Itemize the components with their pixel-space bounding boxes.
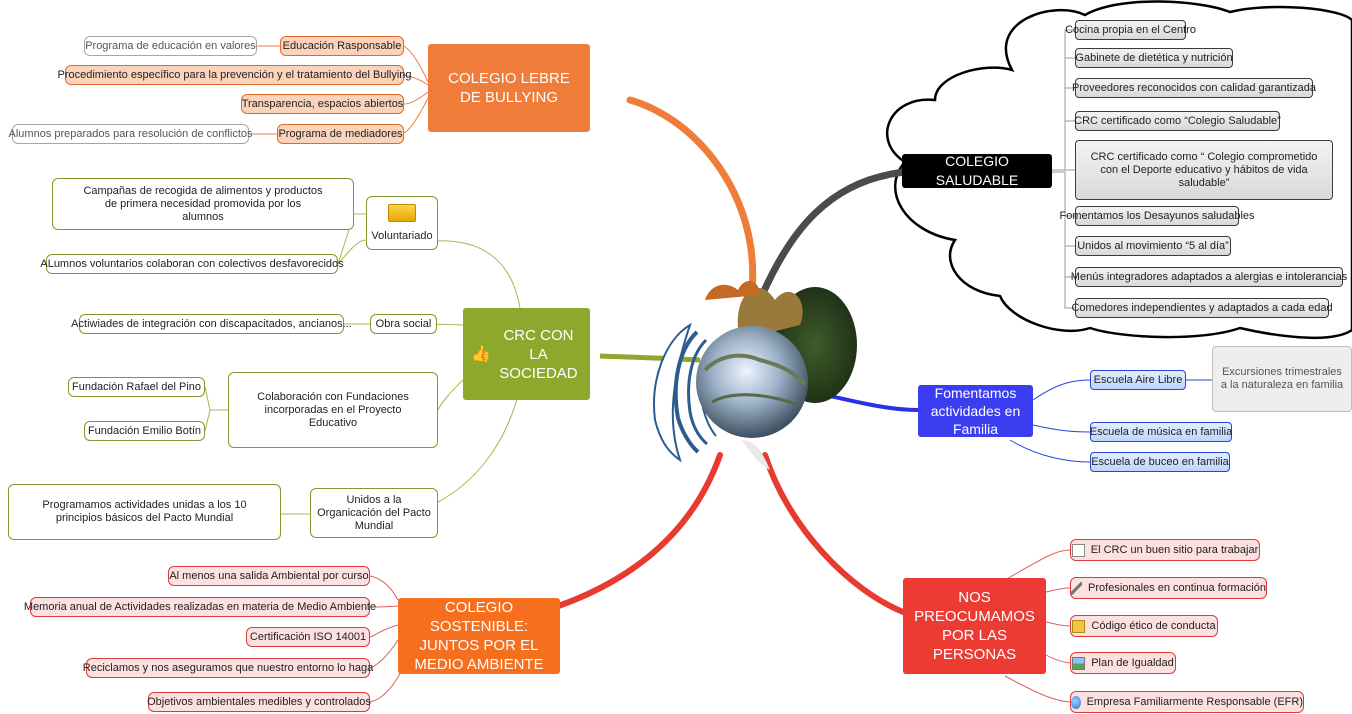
central-planet-image	[653, 280, 857, 470]
saludable-item-cocina[interactable]: Cocina propia en el Centro	[1065, 20, 1196, 40]
personas-item-trabajar[interactable]: El CRC un buen sitio para trabajar	[1070, 539, 1260, 561]
bullying-item-educacion[interactable]: Educación Rasponsable	[280, 36, 404, 56]
personas-item-efr-label: Empresa Familiarmente Responsable (EFR)	[1086, 695, 1303, 708]
personas-item-igualdad-label: Plan de Igualdad	[1091, 656, 1174, 669]
bullying-detail-conflictos[interactable]: Alumnos preparados para resolución de co…	[9, 124, 253, 144]
bullying-item-mediadores[interactable]: Programa de mediadores	[277, 124, 404, 144]
voluntariado-label: Voluntariado	[371, 229, 433, 242]
branch-personas	[762, 452, 906, 615]
sostenible-item-objetivos[interactable]: Objetivos ambientales medibles y control…	[147, 692, 371, 712]
society-voluntarios[interactable]: ALumnos voluntarios colaboran con colect…	[40, 254, 344, 274]
personas-item-igualdad[interactable]: Plan de Igualdad	[1070, 652, 1176, 674]
familia-item-aire-libre[interactable]: Escuela Aire Libre	[1090, 370, 1186, 390]
society-actividades[interactable]: Actiwiades de integración con discapacit…	[71, 314, 352, 334]
society-pacto[interactable]: Unidos a la Organicación del Pacto Mundi…	[310, 488, 438, 538]
saludable-item-deporte[interactable]: CRC certificado como “ Colegio compromet…	[1075, 140, 1333, 200]
saludable-item-proveedores[interactable]: Proveedores reconocidos con calidad gara…	[1072, 78, 1316, 98]
pen-icon	[1071, 581, 1083, 595]
picture-icon	[1072, 656, 1086, 670]
personas-item-efr[interactable]: Empresa Familiarmente Responsable (EFR)	[1070, 691, 1304, 713]
bullying-item-transparencia[interactable]: Transparencia, espacios abiertos	[241, 94, 404, 114]
thumbs-up-icon: 👍	[471, 345, 491, 363]
society-principios[interactable]: Programamos actividades unidas a los 10 …	[8, 484, 281, 540]
society-fundacion-pino[interactable]: Fundación Rafael del Pino	[68, 377, 205, 397]
personas-item-trabajar-label: El CRC un buen sitio para trabajar	[1090, 543, 1259, 556]
personas-item-formacion-label: Profesionales en continua formación	[1088, 581, 1266, 594]
globe-icon	[1071, 695, 1081, 709]
familia-item-musica[interactable]: Escuela de música en familia	[1090, 422, 1232, 442]
note-icon	[1072, 619, 1086, 633]
saludable-item-desayunos[interactable]: Fomentamos los Desayunos saludables	[1059, 206, 1255, 226]
document-icon	[1071, 543, 1085, 557]
branch-saludable	[756, 168, 909, 304]
familia-title[interactable]: Fomentamos actividades en Familia	[918, 385, 1033, 437]
saludable-item-comedores[interactable]: Comedores independientes y adaptados a c…	[1071, 298, 1333, 318]
branch-sostenible	[527, 452, 723, 618]
saludable-item-gabinete[interactable]: Gabinete de dietética y nutrición	[1075, 48, 1233, 68]
saludable-item-5aldia[interactable]: Unidos al movimiento “5 al día”	[1075, 236, 1231, 256]
familia-item-buceo[interactable]: Escuela de buceo en familia	[1090, 452, 1230, 472]
society-colaboracion[interactable]: Colaboración con Fundaciones incorporada…	[228, 372, 438, 448]
familia-excursiones[interactable]: Excursiones trimestrales a la naturaleza…	[1212, 346, 1352, 412]
society-voluntariado[interactable]: Voluntariado	[366, 196, 438, 250]
society-title-text: CRC CON LA SOCIEDAD	[499, 326, 578, 382]
personas-item-formacion[interactable]: Profesionales en continua formación	[1070, 577, 1267, 599]
branch-society	[599, 353, 701, 363]
personas-item-codigo-label: Código ético de conducta	[1091, 619, 1216, 632]
sostenible-item-iso[interactable]: Certificación ISO 14001	[246, 627, 370, 647]
bullying-item-procedimiento[interactable]: Procedimiento específico para la prevenc…	[57, 65, 412, 85]
society-campanas[interactable]: Campañas de recogida de alimentos y prod…	[52, 178, 354, 230]
saludable-title[interactable]: COLEGIO SALUDABLE	[902, 153, 1052, 188]
sostenible-item-reciclamos[interactable]: Reciclamos y nos aseguramos que nuestro …	[83, 658, 373, 678]
saludable-item-menus[interactable]: Menús integradores adaptados a alergias …	[1071, 267, 1347, 287]
sostenible-item-memoria[interactable]: Memoria anual de Actividades realizadas …	[24, 597, 376, 617]
sostenible-title[interactable]: COLEGIO SOSTENIBLE: JUNTOS POR EL MEDIO …	[398, 598, 560, 674]
branch-bullying	[626, 96, 757, 294]
bullying-title[interactable]: COLEGIO LEBRE DE BULLYING	[428, 44, 590, 132]
folder-icon	[388, 203, 416, 222]
society-obra-social[interactable]: Obra social	[370, 314, 437, 334]
sostenible-item-salida[interactable]: Al menos una salida Ambiental por curso	[168, 566, 370, 586]
society-fundacion-botin[interactable]: Fundación Emilio Botín	[84, 421, 205, 441]
personas-title[interactable]: NOS PREOCUMAMOS POR LAS PERSONAS	[903, 578, 1046, 674]
saludable-item-certificado[interactable]: CRC certificado como “Colegio Saludable”	[1074, 111, 1281, 131]
bullying-detail-valores[interactable]: Programa de educación en valores	[84, 36, 257, 56]
society-title[interactable]: 👍 CRC CON LA SOCIEDAD	[463, 308, 590, 400]
personas-item-codigo[interactable]: Código ético de conducta	[1070, 615, 1218, 637]
